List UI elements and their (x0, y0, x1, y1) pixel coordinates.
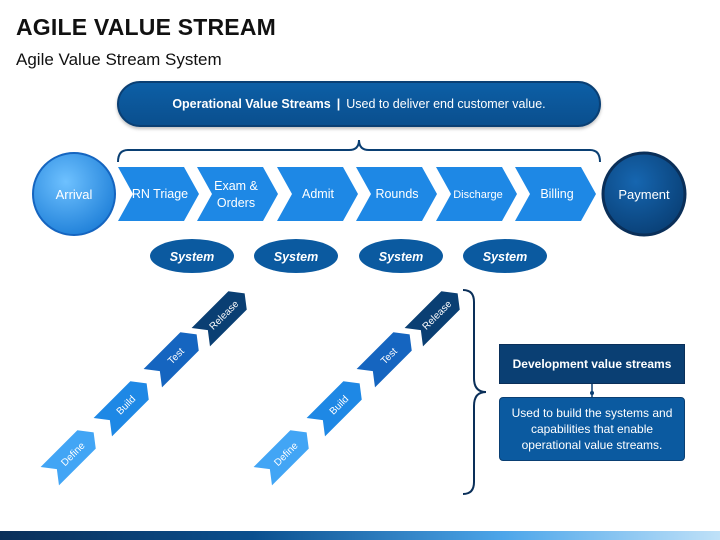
process-chevrons: RN Triage Exam & Orders Admit Rounds Dis… (118, 167, 596, 221)
operational-label: Operational Value Streams (172, 97, 331, 111)
page-subtitle: Agile Value Stream System (16, 50, 222, 69)
system-label-4: System (483, 250, 527, 264)
system-label-1: System (170, 250, 214, 264)
operational-separator: | (336, 97, 341, 111)
footer-bar (0, 531, 720, 540)
page-title: AGILE VALUE STREAM (16, 14, 277, 40)
step-chevron-5 (436, 167, 517, 221)
top-brace (117, 139, 601, 163)
step-chevron-1 (118, 167, 199, 221)
system-oval-2 (254, 239, 338, 273)
step-label-5: Discharge (453, 189, 503, 201)
dev-connector-dot (590, 391, 594, 395)
operational-value-streams-box: Operational Value Streams | Used to deli… (117, 81, 601, 127)
development-description: Used to build the systems and capabiliti… (499, 397, 685, 461)
development-title: Development value streams (499, 344, 685, 384)
system-oval-1 (150, 239, 234, 273)
system-label-3: System (379, 250, 423, 264)
dev1-test-arrow: Test (143, 332, 199, 388)
dev1-define-arrow: Define (40, 430, 96, 486)
step-chevron-3 (277, 167, 358, 221)
dev2-define-arrow: Define (253, 430, 309, 486)
dev1-build-arrow: Build (93, 381, 149, 437)
step-label-6: Billing (540, 187, 573, 201)
step-label-2a: Exam & (214, 179, 258, 193)
payment-circle (601, 151, 687, 237)
step-chevron-4 (356, 167, 437, 221)
step-chevron-2 (197, 167, 278, 221)
dev2-build-arrow: Build (306, 381, 362, 437)
dev2-release-arrow: Release (404, 291, 460, 347)
payment-label: Payment (618, 187, 670, 202)
step-label-4: Rounds (375, 187, 418, 201)
system-oval-4 (463, 239, 547, 273)
dev2-test-arrow: Test (356, 332, 412, 388)
step-chevron-6 (515, 167, 596, 221)
side-brace (462, 289, 487, 495)
system-oval-3 (359, 239, 443, 273)
arrival-circle (32, 152, 116, 236)
arrival-label: Arrival (56, 187, 93, 202)
system-ovals: System System System System (150, 239, 547, 273)
step-label-2b: Orders (217, 196, 255, 210)
dev-stream-2: Define Build Test Release (253, 291, 460, 486)
step-label-3: Admit (302, 187, 334, 201)
dev1-release-arrow: Release (191, 291, 247, 347)
step-label-1: RN Triage (132, 187, 188, 201)
operational-description: Used to deliver end customer value. (346, 97, 546, 111)
system-label-2: System (274, 250, 318, 264)
dev-stream-1: Define Build Test Release (40, 291, 247, 486)
